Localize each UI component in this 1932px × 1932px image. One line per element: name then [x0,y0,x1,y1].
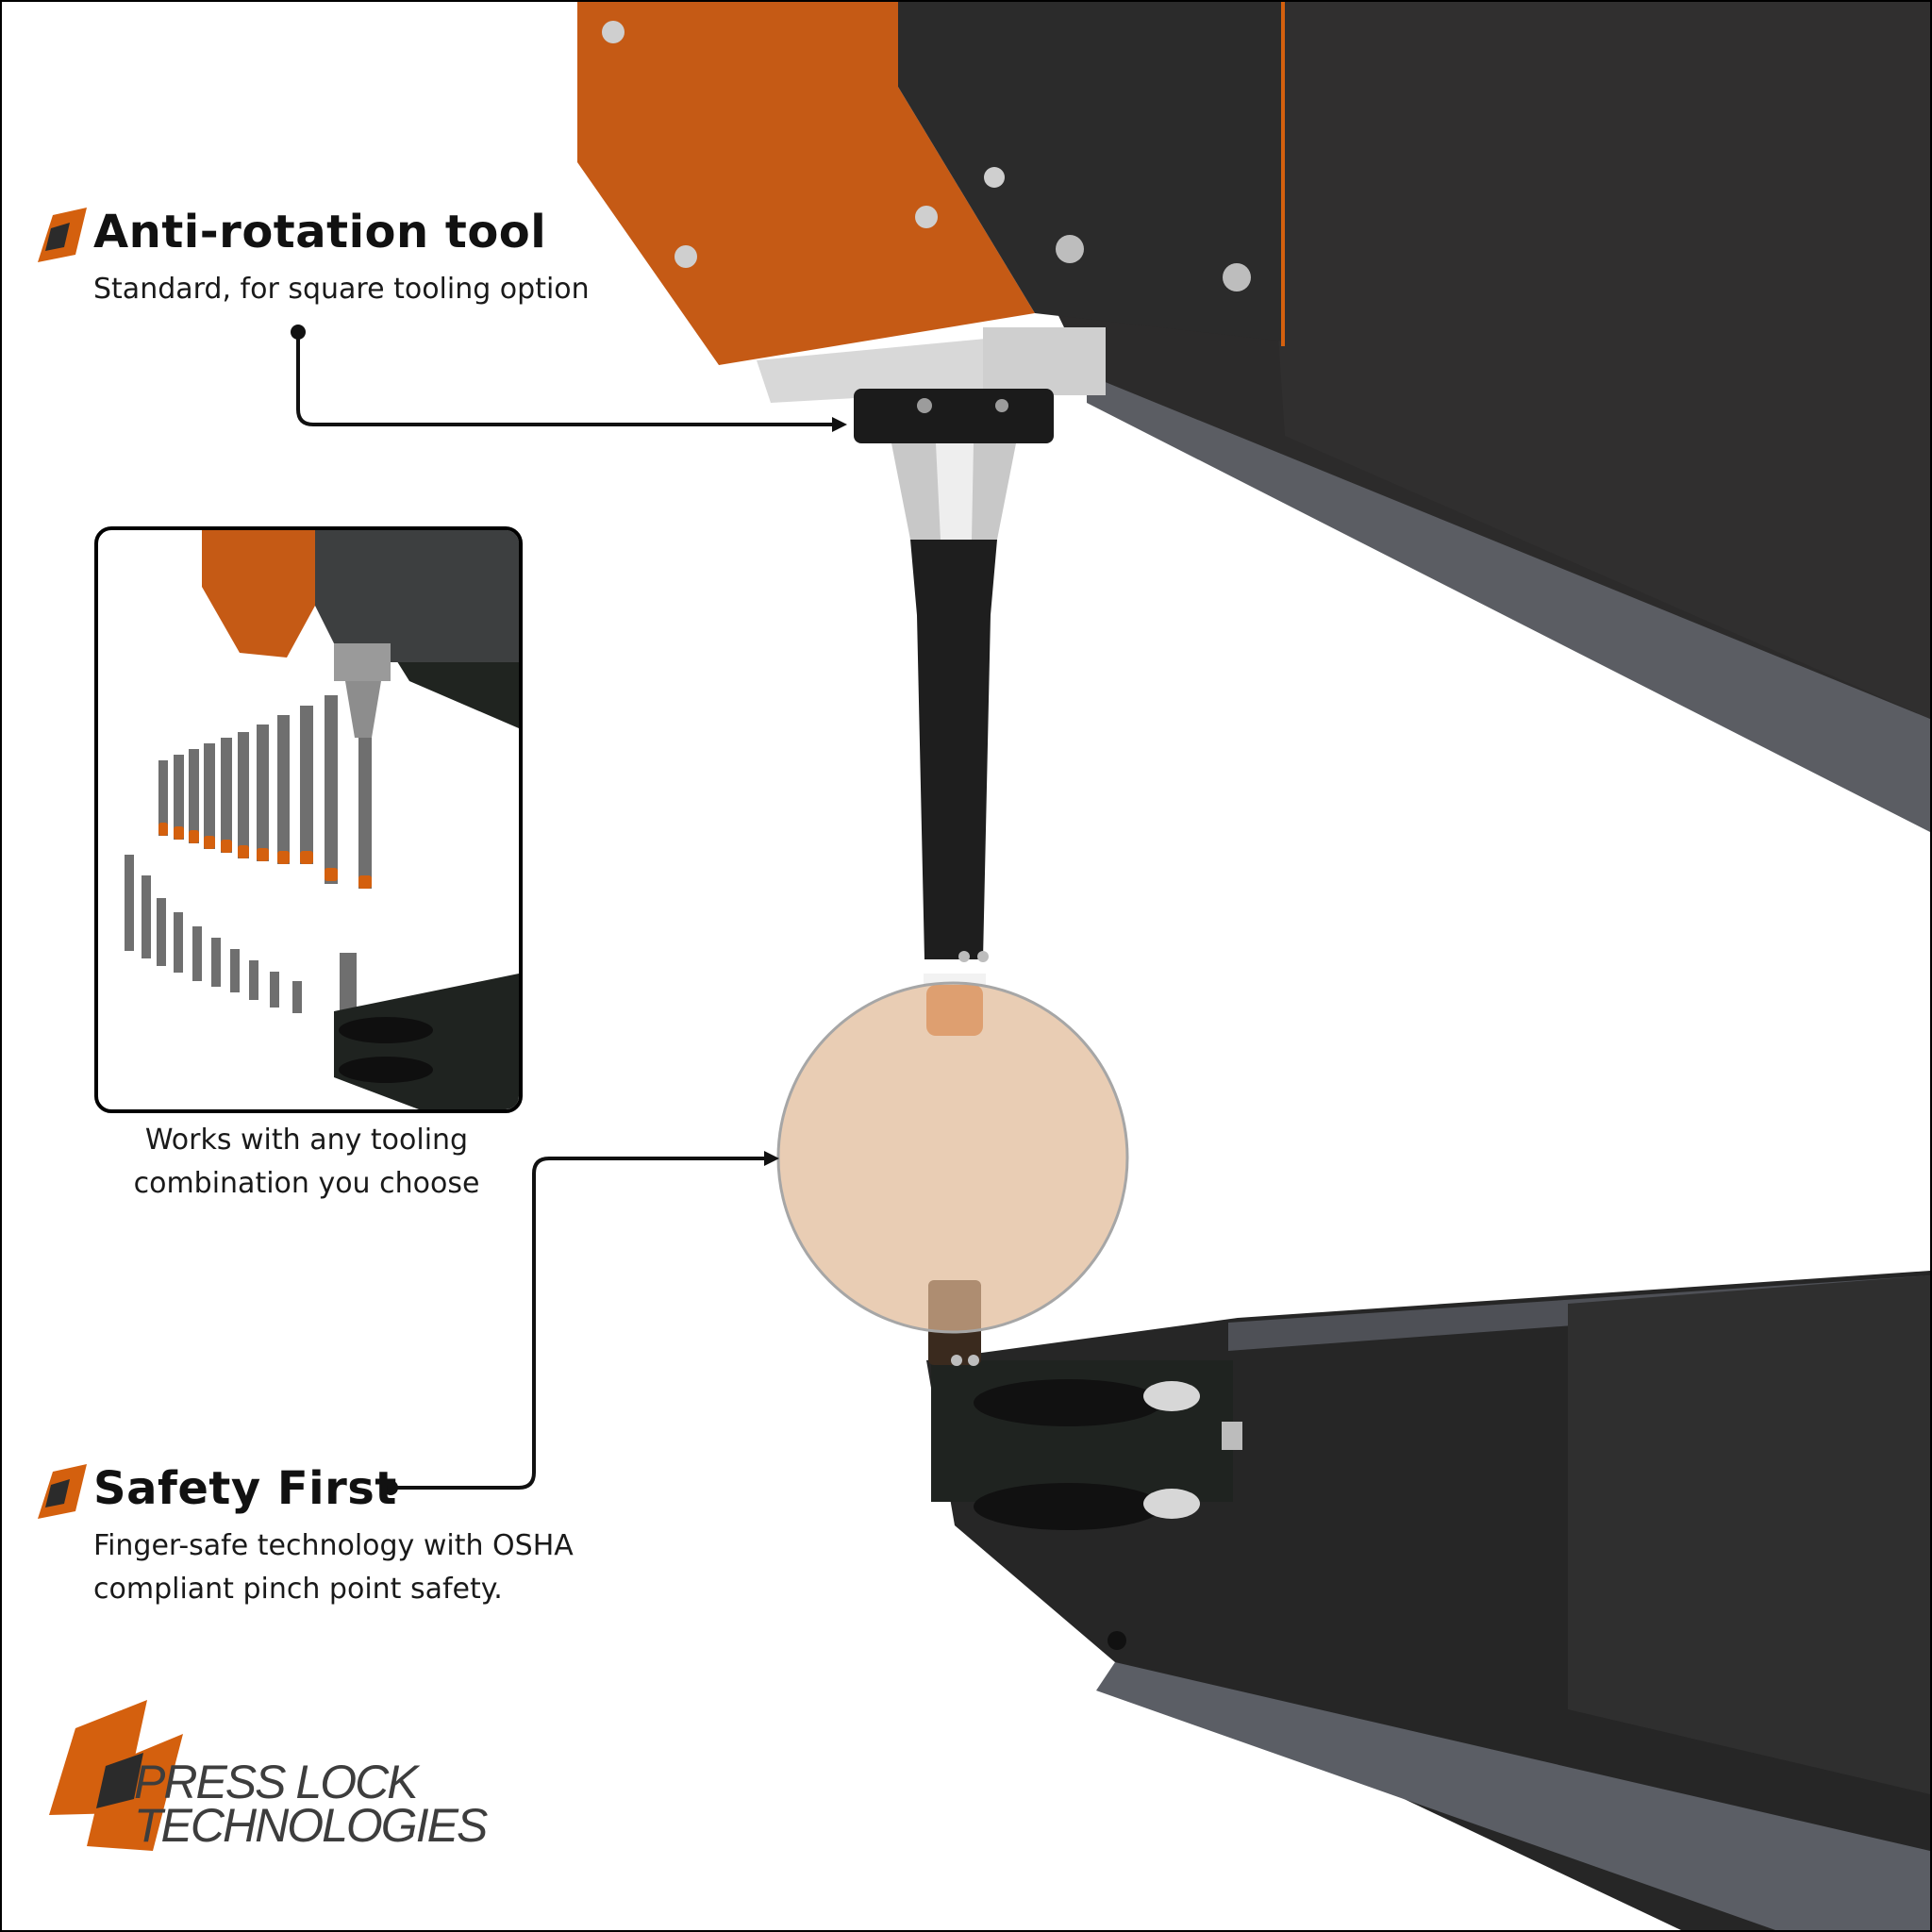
bolt-icon [1143,1489,1200,1519]
logo-text-line2: TECHNOLOGIES [134,1799,488,1852]
pinch-point-highlight [776,981,1129,1334]
upper-arm-underside [1087,375,1930,832]
screw-icon [1223,263,1251,291]
screw-icon [984,167,1005,188]
arrow-head-icon [764,1151,779,1166]
lower-arm-underside [1096,1662,1930,1930]
safety-subtitle: Finger-safe technology with OSHA complia… [93,1524,574,1611]
safety-subtitle-line: Finger-safe technology with OSHA [93,1529,574,1562]
screw-icon [1056,235,1084,263]
safety-leader-line [391,1157,764,1490]
anti-rotation-title: Anti-rotation tool [93,206,547,258]
bolt-icon [1143,1381,1200,1411]
anti-rotation-collar [854,389,1054,443]
screw-icon [675,245,697,268]
tooling-caption-line: Works with any tooling [144,1124,469,1157]
orange-head [577,2,1035,365]
callout-bullet-icon [38,1464,87,1519]
screw-icon [915,206,938,228]
tooling-caption: Works with any tooling combination you c… [94,1119,519,1206]
screw-icon [602,21,625,43]
arrow-head-icon [832,417,847,432]
press-lock-logo-mark [49,1700,183,1851]
head-dark-side [898,2,1285,341]
tooling-caption-line: combination you choose [133,1167,480,1200]
logo-text-line1: PRESS LOCK [134,1756,419,1808]
tooling-set-illustration [125,530,519,1109]
anti-rotation-leader-line [296,332,832,426]
punch-shaft [910,540,997,959]
tooling-inset-image [94,526,523,1113]
safety-subtitle-line: compliant pinch point safety. [93,1573,503,1606]
safety-title: Safety First [93,1462,397,1515]
callout-bullet-icon [38,208,87,262]
anti-rotation-subtitle: Standard, for square tooling option [93,273,590,306]
